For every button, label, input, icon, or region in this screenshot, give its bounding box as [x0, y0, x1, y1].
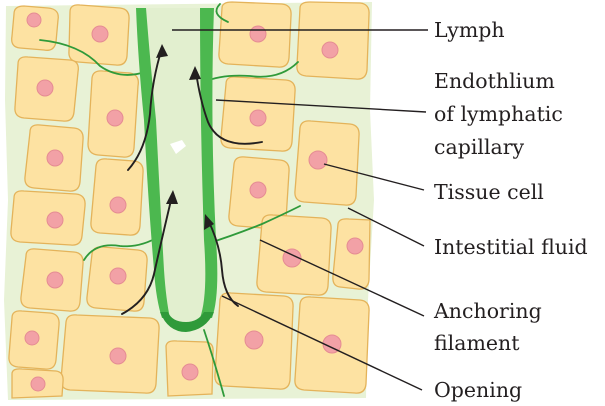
label-endothelium-line3: capillary — [434, 135, 525, 159]
label-interstitial-fluid: Intestitial fluid — [434, 235, 588, 259]
label-tissue-cell: Tissue cell — [434, 180, 544, 204]
label-opening: Opening — [434, 378, 522, 402]
tissue-cell-nucleus — [250, 182, 266, 198]
tissue-cell-nucleus — [110, 197, 126, 213]
tissue-cell-nucleus — [250, 110, 266, 126]
tissue-cell-nucleus — [250, 26, 266, 42]
label-anchoring-line2: filament — [434, 331, 520, 355]
tissue-cell-nucleus — [110, 268, 126, 284]
tissue-cell-nucleus — [309, 151, 327, 169]
tissue-cell-nucleus — [47, 212, 63, 228]
label-lymph: Lymph — [434, 18, 505, 42]
label-endothelium-line2: of lymphatic — [434, 102, 563, 126]
tissue-cell-nucleus — [25, 331, 39, 345]
tissue-cell-nucleus — [37, 80, 53, 96]
label-endothelium-line1: Endothlium — [434, 69, 555, 93]
tissue-cell-nucleus — [245, 331, 263, 349]
tissue-cell-nucleus — [107, 110, 123, 126]
tissue-cell-nucleus — [110, 348, 126, 364]
tissue-cell-nucleus — [47, 150, 63, 166]
tissue-cell-nucleus — [31, 377, 45, 391]
tissue-cell — [333, 219, 370, 289]
tissue-cell-nucleus — [27, 13, 41, 27]
tissue-cell-nucleus — [347, 238, 363, 254]
tissue-cell-nucleus — [182, 364, 198, 380]
tissue-cell-nucleus — [322, 42, 338, 58]
labels: Lymph Endothlium of lymphatic capillary … — [433, 18, 588, 402]
tissue-cell-nucleus — [92, 26, 108, 42]
tissue-cell — [297, 2, 369, 79]
label-anchoring-line1: Anchoring — [433, 299, 542, 323]
tissue-cell-nucleus — [47, 272, 63, 288]
